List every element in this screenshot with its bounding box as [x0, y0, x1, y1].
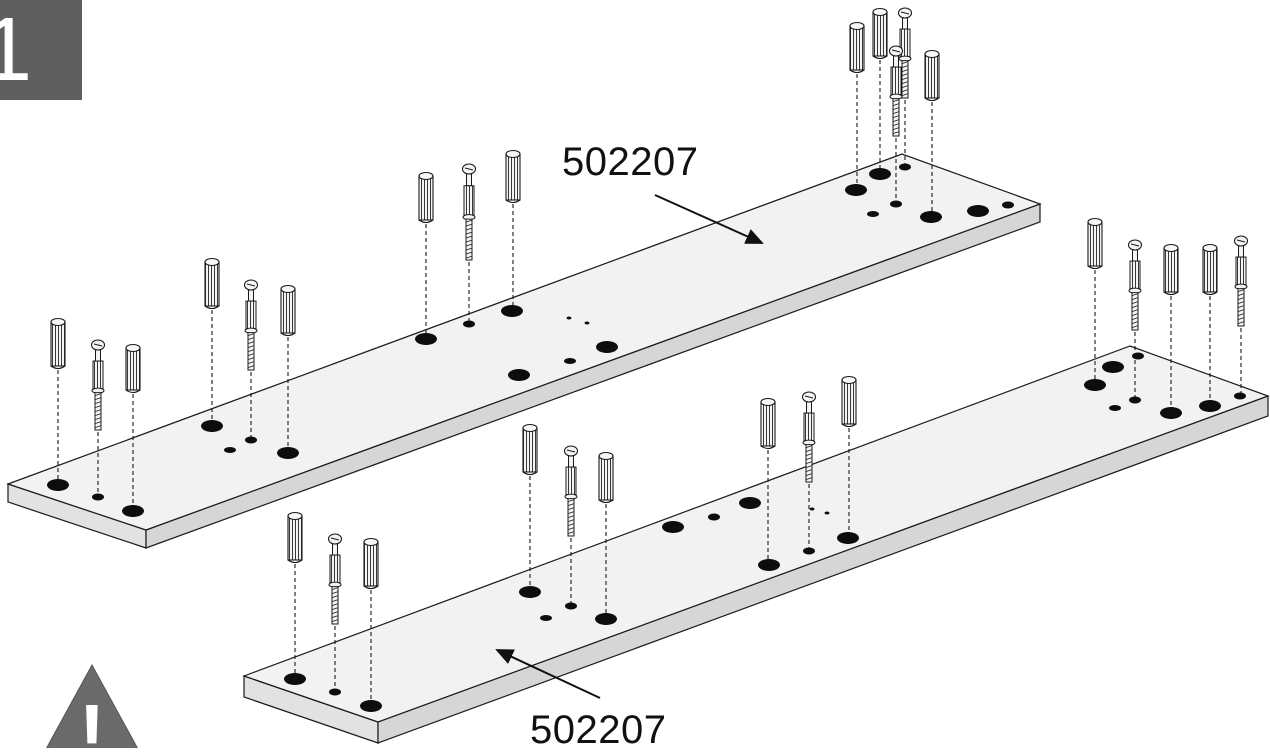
hole	[463, 320, 475, 328]
leader-arrow-icon	[654, 194, 764, 244]
hole	[565, 602, 577, 610]
hole	[1132, 352, 1144, 360]
hole	[1234, 392, 1246, 400]
hole	[1109, 405, 1121, 411]
cam-bolt-icon	[897, 7, 913, 99]
cam-bolt-icon	[563, 445, 579, 537]
dowel-icon	[1087, 217, 1103, 270]
cam-bolt-icon	[1233, 235, 1249, 327]
dowel-icon	[363, 537, 379, 590]
hole	[277, 447, 299, 459]
cam-bolt-icon	[327, 533, 343, 625]
hole	[1160, 407, 1182, 419]
panel-upper	[6, 153, 1042, 549]
fasteners-layer	[50, 7, 1249, 706]
hole	[519, 586, 541, 598]
dowel-icon	[280, 284, 296, 337]
hole	[869, 168, 891, 180]
hole	[967, 205, 989, 217]
hole	[662, 521, 684, 533]
hole	[758, 559, 780, 571]
hole	[540, 615, 552, 621]
dowel-icon	[418, 171, 434, 224]
hole	[1129, 396, 1141, 404]
hole	[564, 358, 576, 364]
hole	[739, 497, 761, 509]
hole	[360, 700, 382, 712]
hole	[1084, 379, 1106, 391]
hole	[584, 321, 590, 325]
hole	[201, 420, 223, 432]
part-label-bottom: 502207	[530, 708, 667, 752]
hole	[845, 184, 867, 196]
hole	[284, 673, 306, 685]
hole	[890, 200, 902, 208]
hole	[329, 688, 341, 696]
dowel-icon	[50, 317, 66, 370]
dowel-icon	[598, 451, 614, 504]
hole	[1002, 201, 1014, 209]
cam-bolt-icon	[801, 391, 817, 483]
hole	[837, 532, 859, 544]
warning-symbol: !	[79, 688, 106, 748]
hole	[809, 507, 815, 511]
hole	[596, 341, 618, 353]
hole	[803, 547, 815, 555]
hole	[508, 369, 530, 381]
hole	[566, 316, 572, 320]
cam-bolt-icon	[243, 279, 259, 371]
dowel-icon	[841, 375, 857, 428]
hole	[708, 513, 720, 521]
hole	[47, 479, 69, 491]
hole	[501, 305, 523, 317]
dowel-icon	[1163, 243, 1179, 296]
hole	[224, 447, 236, 453]
dowel-icon	[760, 397, 776, 450]
hole	[867, 211, 879, 217]
dowel-icon	[872, 7, 888, 60]
dowel-icon	[1202, 243, 1218, 296]
dowel-icon	[287, 511, 303, 564]
hole	[899, 163, 911, 171]
dowel-icon	[505, 149, 521, 204]
hole	[122, 505, 144, 517]
part-label-top: 502207	[562, 140, 699, 184]
warning-triangle-icon: !	[43, 663, 141, 753]
panel-lower	[242, 345, 1270, 744]
hole	[920, 211, 942, 223]
cam-bolt-icon	[888, 45, 904, 137]
dowel-icon	[522, 423, 538, 476]
dowel-icon	[924, 49, 940, 102]
cam-bolt-icon	[461, 163, 477, 261]
hole	[92, 493, 104, 501]
cam-bolt-icon	[1127, 239, 1143, 331]
hole	[1199, 400, 1221, 412]
dowel-icon	[204, 257, 220, 310]
leader-arrow-icon	[495, 649, 601, 699]
dowel-icon	[125, 343, 141, 394]
hole	[415, 333, 437, 345]
cam-bolt-icon	[90, 339, 106, 431]
hole	[1102, 361, 1124, 373]
holes-layer	[47, 163, 1246, 712]
step-number: 1	[0, 0, 33, 100]
step-badge: 1	[0, 0, 82, 100]
hole	[245, 436, 257, 444]
hole	[595, 613, 617, 625]
dowel-icon	[849, 21, 865, 74]
hole	[824, 511, 830, 515]
